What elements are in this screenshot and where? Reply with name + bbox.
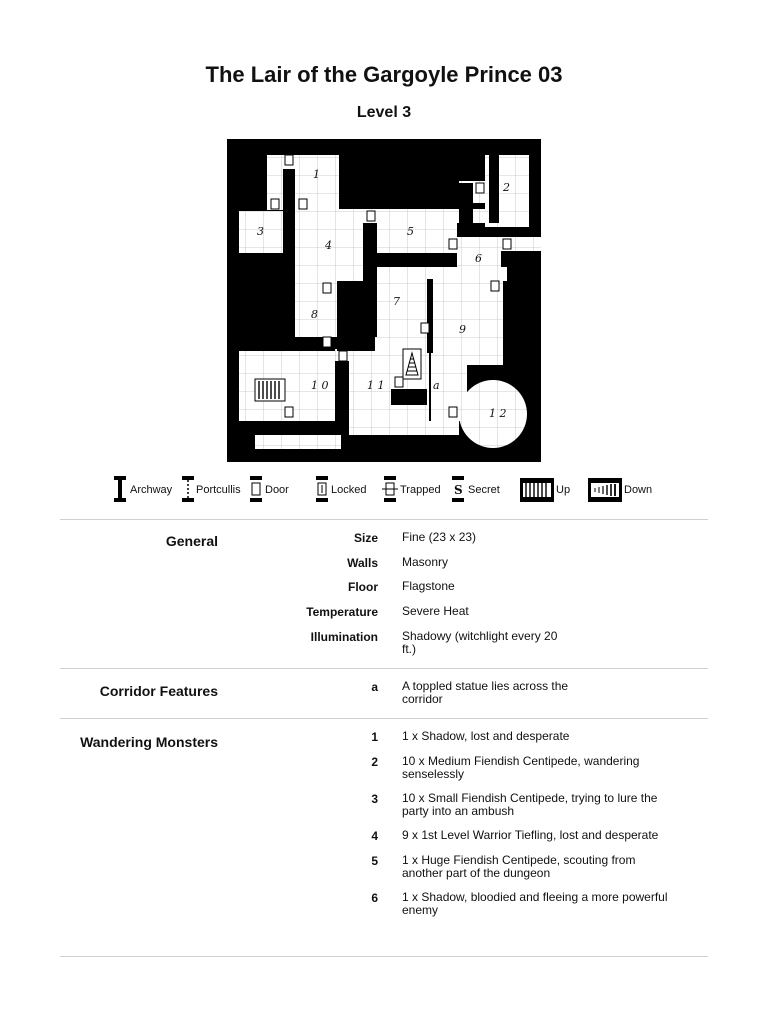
row-value: 10 x Small Fiendish Centipede, trying to… bbox=[402, 791, 658, 818]
map-legend: Archway Portcullis Door Locked Trapped S… bbox=[114, 476, 652, 502]
divider bbox=[60, 519, 708, 520]
feature-label-a: a bbox=[433, 379, 440, 392]
level-subtitle: Level 3 bbox=[356, 104, 412, 121]
room-label-1: 1 bbox=[313, 168, 320, 181]
divider bbox=[60, 718, 708, 719]
row-key: 6 bbox=[371, 891, 378, 905]
ladder-icon bbox=[402, 348, 422, 380]
stairs-up-icon bbox=[520, 478, 554, 502]
row-value: Severe Heat bbox=[402, 604, 469, 618]
room-9 bbox=[431, 281, 503, 365]
room-label-10: 1 0 bbox=[311, 379, 329, 392]
room-label-5: 5 bbox=[407, 225, 414, 238]
room-3 bbox=[239, 211, 283, 253]
row-value: 1 x Shadow, bloodied and fleeing a more … bbox=[402, 890, 668, 917]
room-label-12: 1 2 bbox=[489, 407, 507, 420]
archway-icon bbox=[114, 476, 126, 502]
row-key: Illumination bbox=[310, 630, 378, 644]
room-label-11: 1 1 bbox=[367, 379, 385, 392]
room-label-8: 8 bbox=[311, 308, 318, 321]
row-value: 1 x Huge Fiendish Centipede, scouting fr… bbox=[402, 853, 636, 880]
legend-locked: Locked bbox=[331, 484, 366, 496]
room-label-6: 6 bbox=[475, 252, 482, 265]
portcullis-icon bbox=[182, 476, 194, 502]
room-8 bbox=[295, 295, 337, 339]
secret-door-icon: S bbox=[452, 476, 464, 502]
room-label-3: 3 bbox=[257, 225, 264, 238]
row-value: Fine (23 x 23) bbox=[402, 530, 477, 544]
legend-archway: Archway bbox=[130, 484, 173, 496]
legend-down: Down bbox=[624, 484, 652, 496]
row-key: 3 bbox=[371, 792, 378, 806]
row-value: Shadowy (witchlight every 20 ft.) bbox=[402, 629, 558, 656]
trapped-door-icon bbox=[382, 476, 398, 502]
row-key: a bbox=[371, 680, 378, 694]
legend-secret: Secret bbox=[468, 484, 500, 496]
room-label-2: 2 bbox=[502, 181, 510, 194]
row-value: A toppled statue lies across the corrido… bbox=[402, 679, 569, 706]
corridor-heading: Corridor Features bbox=[99, 683, 218, 699]
room-label-7: 7 bbox=[393, 295, 400, 308]
row-key: 4 bbox=[371, 829, 378, 843]
door-icons bbox=[270, 154, 512, 418]
room-label-9: 9 bbox=[459, 323, 466, 336]
row-key: Walls bbox=[347, 556, 378, 570]
door-icon bbox=[250, 476, 262, 502]
dungeon-map: 1 2 3 4 5 6 7 8 9 1 0 1 1 1 2 a bbox=[227, 139, 541, 462]
page-title: The Lair of the Gargoyle Prince 03 bbox=[205, 62, 563, 87]
locked-door-icon bbox=[316, 476, 328, 502]
row-value: 9 x 1st Level Warrior Tiefling, lost and… bbox=[402, 828, 659, 842]
room-5 bbox=[377, 209, 457, 253]
row-value: Masonry bbox=[402, 555, 449, 569]
row-value: 1 x Shadow, lost and desperate bbox=[402, 729, 570, 743]
room-label-4: 4 bbox=[324, 239, 332, 252]
row-key: 2 bbox=[371, 755, 378, 769]
legend-portcullis: Portcullis bbox=[196, 484, 241, 496]
row-key: Floor bbox=[348, 580, 378, 594]
general-heading: General bbox=[165, 533, 218, 549]
stairs-down-icon bbox=[588, 478, 622, 502]
room-7 bbox=[377, 267, 427, 363]
row-key: Size bbox=[353, 531, 378, 545]
row-value: Flagstone bbox=[402, 579, 455, 593]
legend-up: Up bbox=[556, 484, 570, 496]
row-value: 10 x Medium Fiendish Centipede, wanderin… bbox=[402, 754, 640, 781]
svg-text:S: S bbox=[454, 483, 463, 497]
wandering-heading: Wandering Monsters bbox=[80, 734, 218, 750]
room-4 bbox=[295, 209, 363, 281]
room-12 bbox=[459, 380, 527, 448]
stairs-up-icon bbox=[254, 378, 286, 402]
legend-door: Door bbox=[265, 484, 289, 496]
legend-trapped: Trapped bbox=[400, 484, 441, 496]
row-key: 5 bbox=[371, 854, 378, 868]
row-key: Temperature bbox=[306, 605, 378, 619]
divider bbox=[60, 956, 708, 957]
row-key: 1 bbox=[371, 730, 378, 744]
divider bbox=[60, 668, 708, 669]
